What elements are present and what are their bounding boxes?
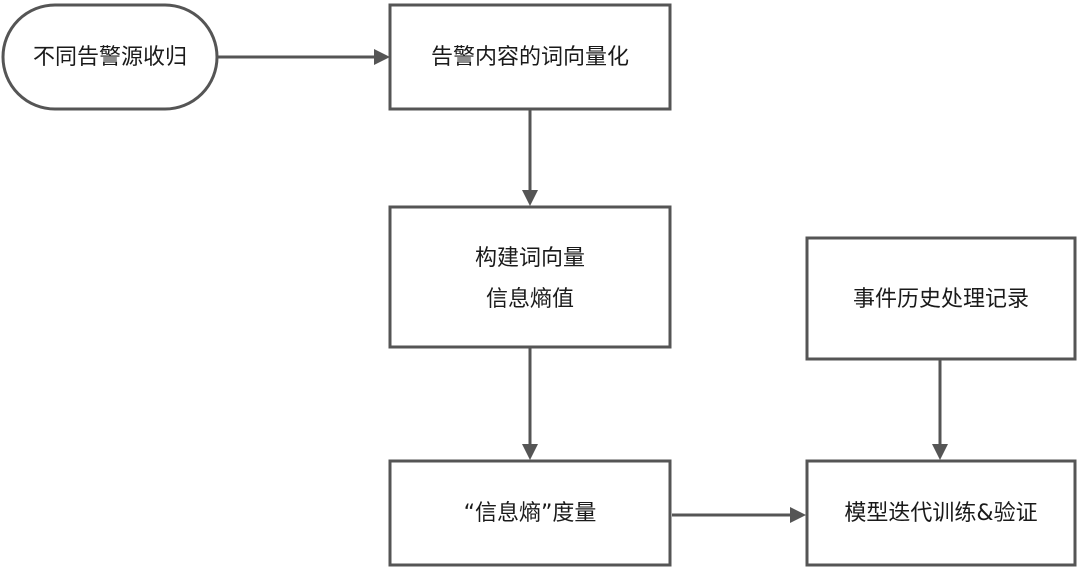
node-shape — [388, 3, 672, 111]
node-entropy-measure: “信息熵”度量 — [388, 459, 672, 567]
edge-source-to-vectorization — [217, 49, 390, 65]
node-shape — [1, 3, 219, 111]
arrow-head — [790, 507, 806, 523]
arrow-head — [932, 444, 948, 460]
node-label: 模型迭代训练&验证 — [844, 501, 1037, 526]
node-vectorization: 告警内容的词向量化 — [388, 3, 672, 111]
node-label: 事件历史处理记录 — [853, 287, 1029, 312]
node-shape — [388, 205, 672, 349]
node-shape — [805, 459, 1077, 567]
edge-vectorization-to-entropy-build — [522, 110, 538, 206]
node-shape — [805, 236, 1077, 361]
node-model-training: 模型迭代训练&验证 — [805, 459, 1077, 567]
node-label-line1: 构建词向量 — [475, 246, 585, 271]
edge-history-to-model-training — [932, 360, 948, 460]
node-label: 告警内容的词向量化 — [431, 45, 629, 70]
edge-measure-to-model-training — [672, 507, 806, 523]
node-shape — [388, 459, 672, 567]
node-label: “信息熵”度量 — [464, 501, 597, 526]
node-source-aggregation: 不同告警源收归 — [1, 3, 219, 111]
arrow-head — [522, 190, 538, 206]
arrow-head — [522, 444, 538, 460]
node-label: 不同告警源收归 — [33, 45, 187, 70]
node-history-records: 事件历史处理记录 — [805, 236, 1077, 361]
arrow-head — [374, 49, 390, 65]
node-label-line2: 信息熵值 — [486, 287, 574, 312]
node-entropy-build: 构建词向量 信息熵值 — [388, 205, 672, 349]
edge-entropy-build-to-measure — [522, 348, 538, 460]
